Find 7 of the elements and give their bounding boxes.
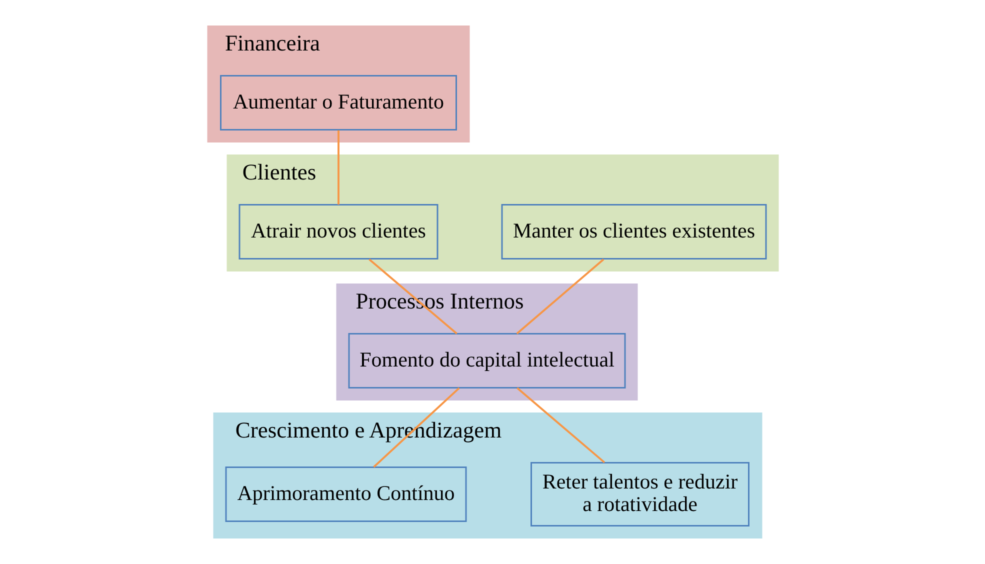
node-box: Fomento do capital intelectual xyxy=(348,333,626,388)
node-box: Aprimoramento Contínuo xyxy=(224,466,466,522)
node-box: Manter os clientes existentes xyxy=(500,204,766,260)
connector xyxy=(337,130,339,205)
node-box: Reter talentos e reduzir a rotatividade xyxy=(530,462,749,526)
node-box: Atrair novos clientes xyxy=(238,204,438,260)
node-box: Aumentar o Faturamento xyxy=(220,75,456,130)
